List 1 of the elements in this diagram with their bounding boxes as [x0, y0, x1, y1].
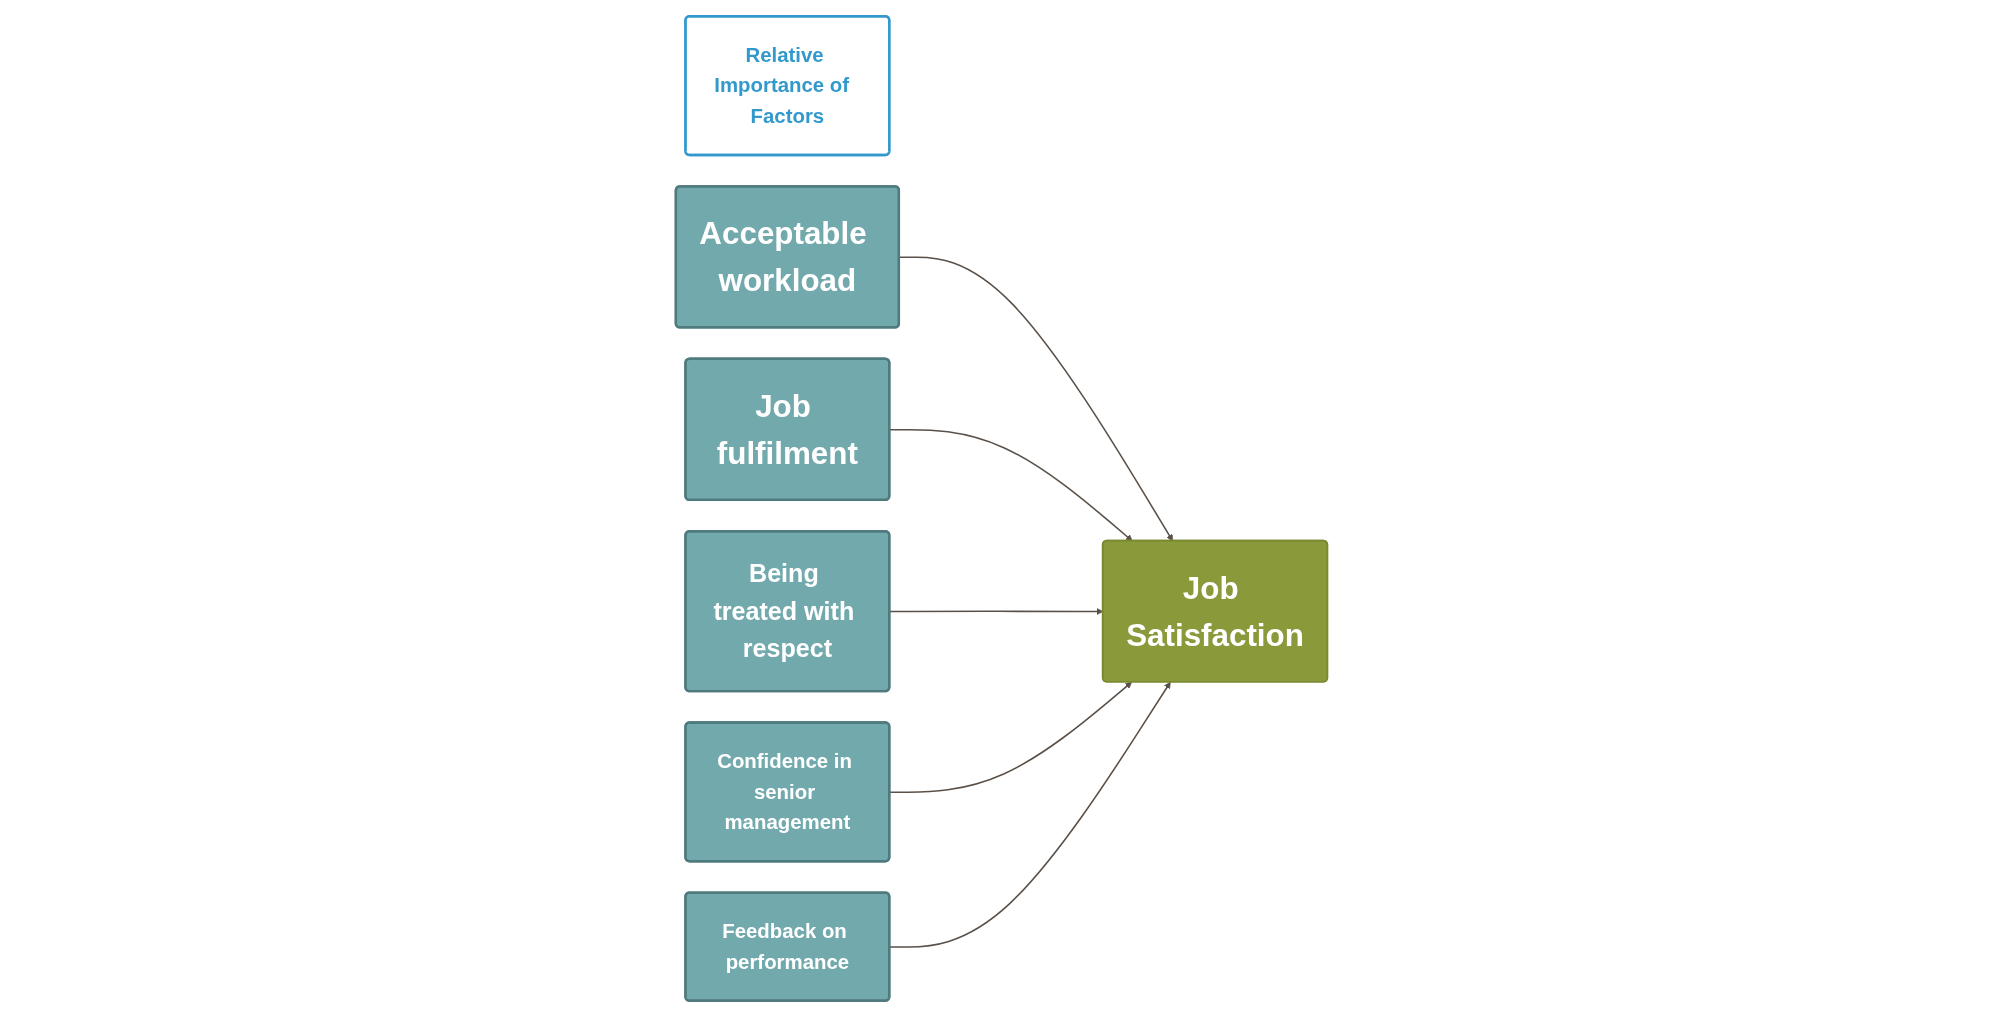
- arrow: [898, 256, 1173, 542]
